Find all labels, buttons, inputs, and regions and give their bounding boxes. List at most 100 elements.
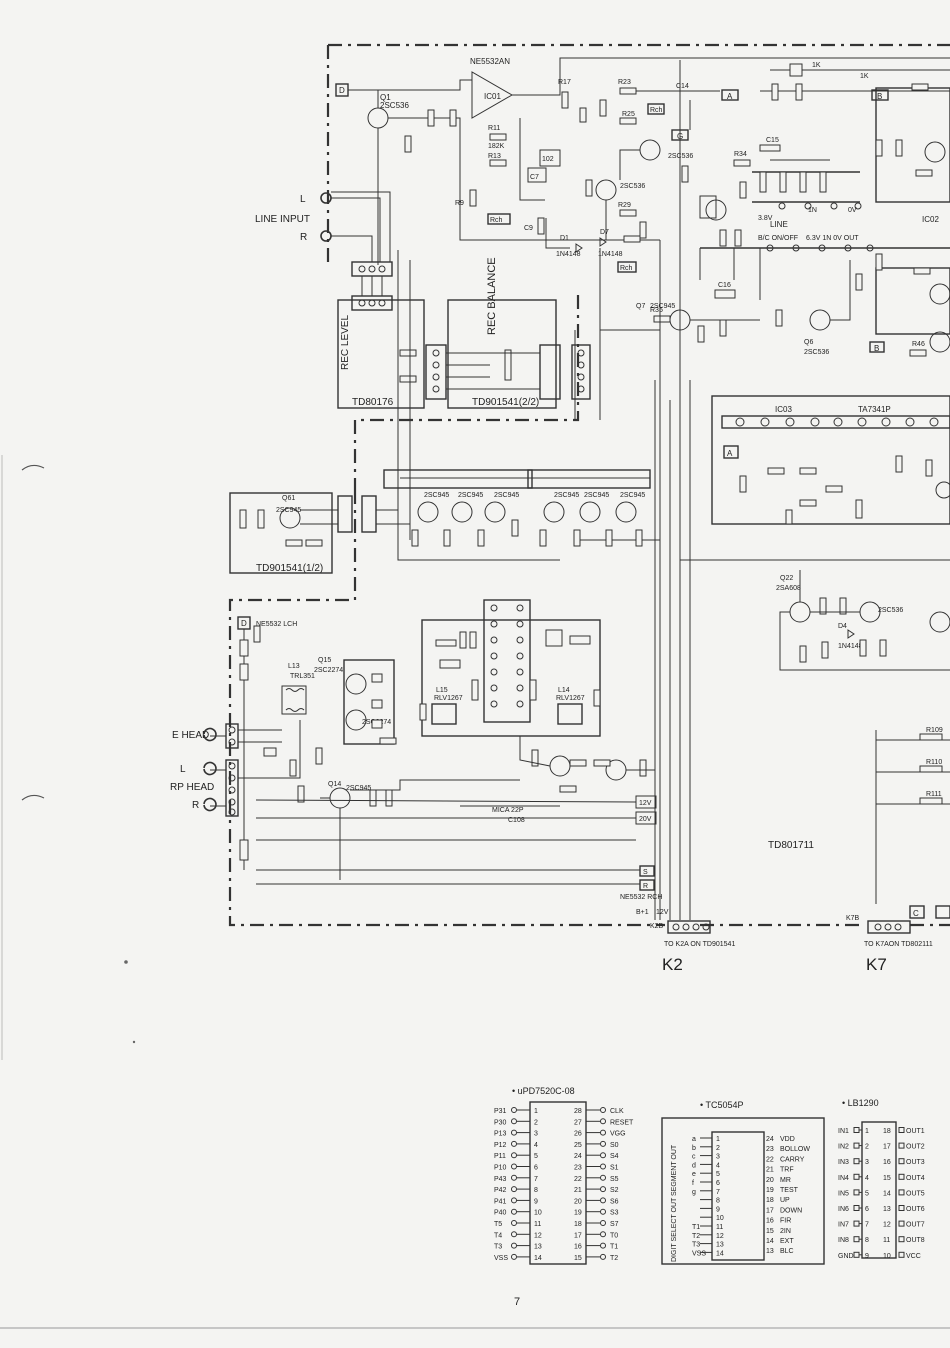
svg-text:R23: R23 xyxy=(618,79,631,86)
pin-label-left: b xyxy=(692,1145,696,1152)
svg-text:182K: 182K xyxy=(488,143,505,150)
transistor-q15 xyxy=(345,673,367,695)
transistor-q16 xyxy=(345,709,367,731)
svg-text:Rch: Rch xyxy=(490,217,503,224)
pin-number: 10 xyxy=(883,1253,891,1260)
pin-number: 6 xyxy=(865,1206,869,1213)
transformer-l13 xyxy=(281,685,307,715)
pin-number: 14 xyxy=(766,1238,774,1245)
pin-number: 18 xyxy=(766,1197,774,1204)
pin-number: 9 xyxy=(534,1198,538,1205)
transistor-q17 xyxy=(579,501,601,523)
pin-label-left: g xyxy=(692,1189,696,1196)
label-td801711: TD801711 xyxy=(768,840,814,851)
transistor-q63 xyxy=(705,199,727,221)
label-l-input: L xyxy=(300,194,306,205)
svg-text:Q1: Q1 xyxy=(380,93,391,102)
coil-l14 xyxy=(557,703,583,725)
pin-number: 17 xyxy=(574,1232,582,1239)
pin-number: 24 xyxy=(766,1136,774,1143)
svg-text:B+1: B+1 xyxy=(636,909,649,916)
label-line-switch: LINE xyxy=(770,220,788,229)
svg-text:D: D xyxy=(339,86,345,95)
svg-text:R: R xyxy=(192,800,199,811)
label-upd7520: • uPD7520C-08 xyxy=(512,1086,575,1096)
svg-text:D7: D7 xyxy=(600,229,609,236)
svg-text:C: C xyxy=(913,909,919,918)
svg-text:MICA 22P: MICA 22P xyxy=(492,807,524,814)
pin-number: 5 xyxy=(534,1153,538,1160)
transistor-q23 xyxy=(859,601,881,623)
pin-label-left: d xyxy=(692,1162,696,1169)
coil-l15 xyxy=(431,703,457,725)
pin-label-left: P11 xyxy=(494,1153,506,1160)
pin-label-left: IN3 xyxy=(838,1159,849,1166)
pin-number: 8 xyxy=(534,1187,538,1194)
pin-marker xyxy=(511,1129,517,1136)
pin-marker xyxy=(898,1158,905,1165)
pin-number: 2 xyxy=(716,1145,720,1152)
pin-number: 1 xyxy=(534,1108,538,1115)
pin-label-right: S5 xyxy=(610,1176,619,1183)
svg-text:1K: 1K xyxy=(812,62,821,69)
svg-text:R29: R29 xyxy=(618,202,631,209)
pin-label-right: S6 xyxy=(610,1198,619,1205)
pin-number: 15 xyxy=(574,1255,582,1262)
transistor-q18 xyxy=(543,501,565,523)
pin-label-left: P42 xyxy=(494,1187,507,1194)
label-td80176: TD80176 xyxy=(352,397,394,408)
block-ic02-top xyxy=(875,87,950,203)
pin-marker xyxy=(511,1107,517,1113)
pin-marker xyxy=(600,1140,606,1147)
pin-label-left: P12 xyxy=(494,1142,507,1149)
pin-label-left: IN4 xyxy=(838,1175,849,1182)
pin-marker xyxy=(853,1251,860,1258)
pin-label-right: S7 xyxy=(610,1221,619,1228)
svg-text:0V: 0V xyxy=(848,207,857,214)
pin-number: 23 xyxy=(766,1146,774,1153)
pin-label-right: TRF xyxy=(780,1167,794,1174)
pin-label-left: VSS xyxy=(494,1255,508,1262)
pin-label-right: FIR xyxy=(780,1218,791,1225)
label-bc-onoff: B/C ON/OFF xyxy=(758,235,798,242)
pin-number: 11 xyxy=(883,1237,890,1244)
pin-marker xyxy=(898,1236,905,1243)
pin-label-right: EXT xyxy=(780,1238,794,1245)
pin-number: 16 xyxy=(883,1159,891,1166)
pin-label-left: IN5 xyxy=(838,1190,849,1197)
pin-label-right: BLC xyxy=(780,1248,794,1255)
svg-text:2SC945: 2SC945 xyxy=(620,492,645,499)
svg-text:20V: 20V xyxy=(639,816,652,823)
svg-text:R: R xyxy=(643,883,648,890)
label-ic-ne5532: NE5532AN xyxy=(470,57,510,66)
pin-label-left: P10 xyxy=(494,1165,507,1172)
pin-number: 21 xyxy=(574,1187,582,1194)
transistor-q58 xyxy=(615,501,637,523)
svg-text:2SC945: 2SC945 xyxy=(346,785,371,792)
pin-marker xyxy=(600,1220,606,1226)
pin-marker xyxy=(600,1163,606,1170)
pin-number: 3 xyxy=(716,1154,720,1161)
svg-text:1N4148: 1N4148 xyxy=(838,643,863,650)
svg-text:Q61: Q61 xyxy=(282,495,295,502)
connector-j2 xyxy=(351,261,393,277)
svg-text:RLV1267: RLV1267 xyxy=(556,695,585,702)
pin-number: 16 xyxy=(574,1244,582,1251)
pin-label-right: S4 xyxy=(610,1153,619,1160)
svg-text:NE5532 LCH: NE5532 LCH xyxy=(256,621,297,628)
svg-text:IC01: IC01 xyxy=(484,92,501,101)
svg-text:Rch: Rch xyxy=(650,107,663,114)
pin-marker xyxy=(898,1220,905,1227)
svg-text:2SC945: 2SC945 xyxy=(494,492,519,499)
label-r-input: R xyxy=(300,232,307,243)
svg-text:R35: R35 xyxy=(650,307,663,314)
pin-label-left: P30 xyxy=(494,1119,507,1126)
svg-text:C108: C108 xyxy=(508,817,525,824)
pin-number: 3 xyxy=(865,1159,869,1166)
pin-label-right: T0 xyxy=(610,1232,618,1239)
svg-text:D4: D4 xyxy=(838,623,847,630)
pin-number: 26 xyxy=(574,1131,582,1138)
pin-label-left: T3 xyxy=(494,1244,502,1251)
svg-text:2SC536: 2SC536 xyxy=(668,153,693,160)
pin-marker xyxy=(511,1242,517,1249)
